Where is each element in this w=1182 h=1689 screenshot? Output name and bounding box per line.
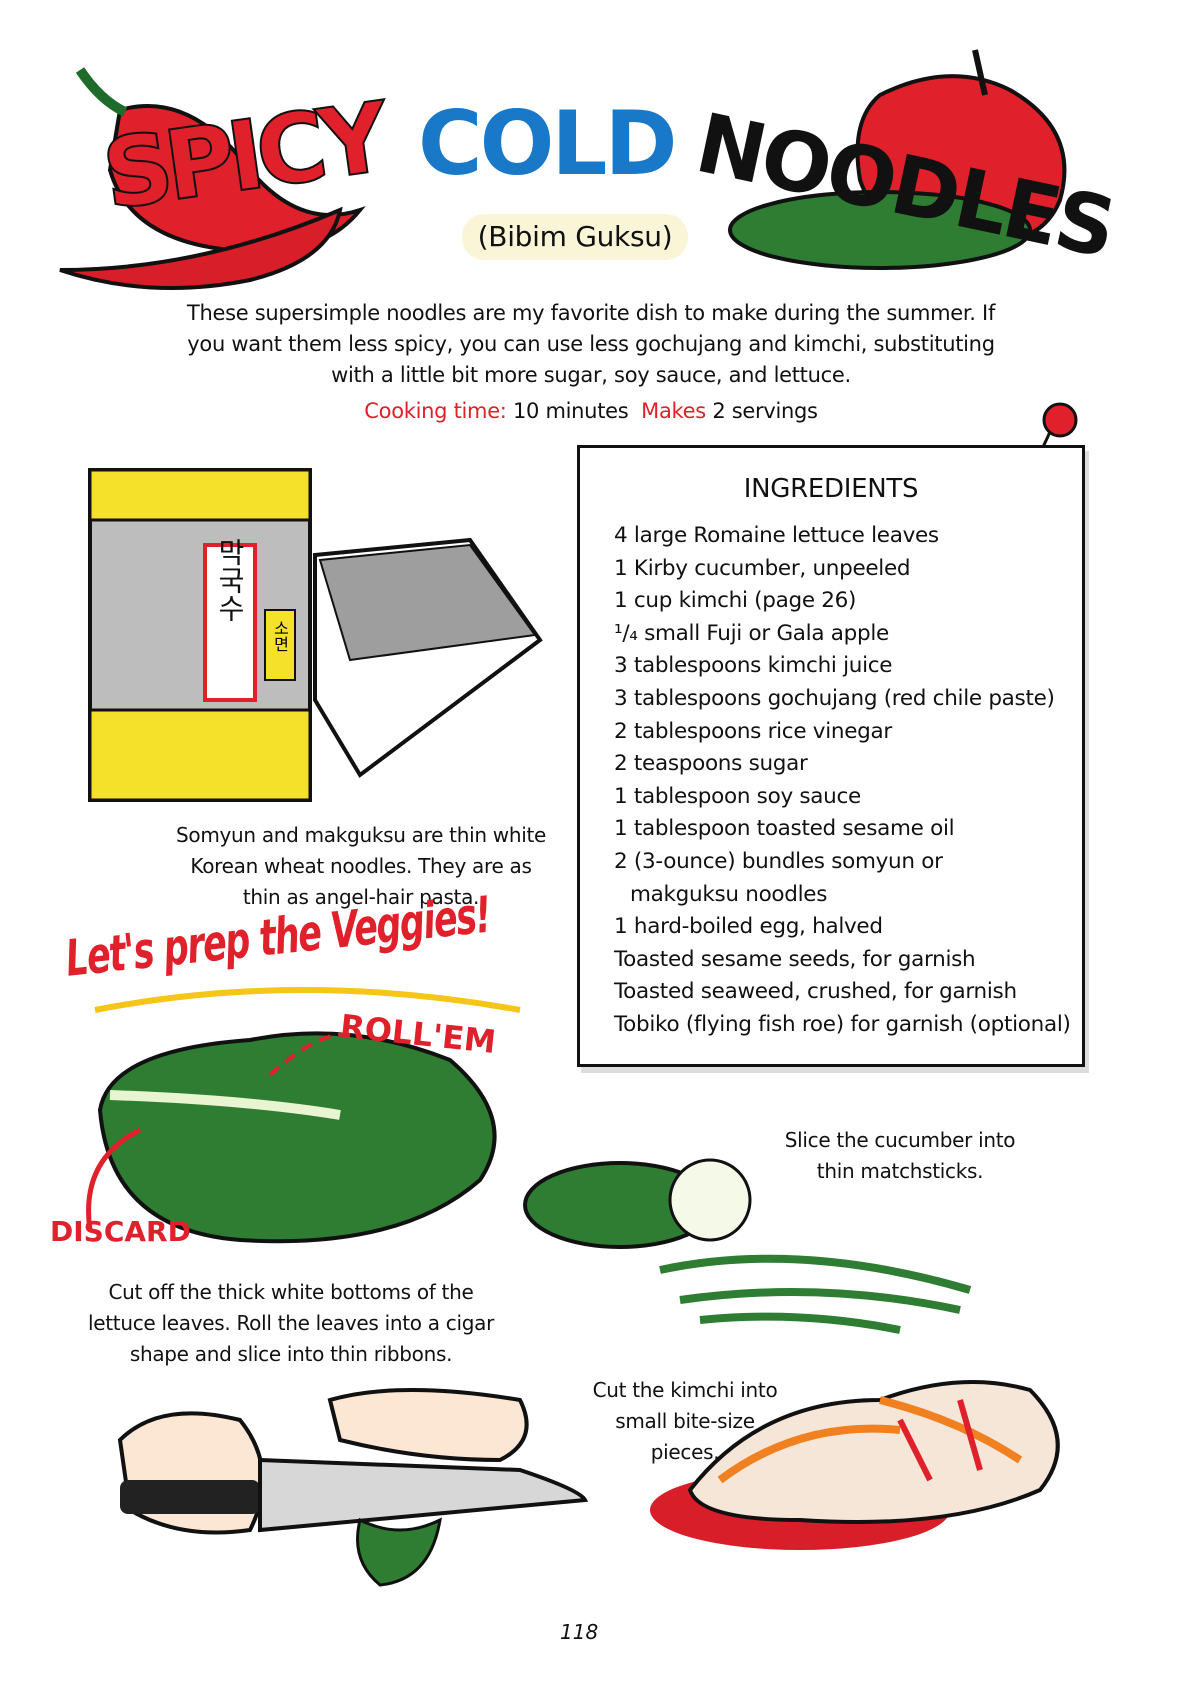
ingredient-item: ¹/₄ small Fuji or Gala apple <box>614 620 889 646</box>
ingredient-item: 1 hard-boiled egg, halved <box>614 914 883 940</box>
intro-section: These supersimple noodles are my favorit… <box>176 298 1006 423</box>
page-number: 118 <box>560 1620 599 1644</box>
makes-label: Makes <box>641 399 706 423</box>
intro-text: These supersimple noodles are my favorit… <box>186 301 996 387</box>
package-label: 막국수 <box>214 538 247 622</box>
package-side-label: 소면 <box>271 620 290 652</box>
ingredient-item: Tobiko (flying fish roe) for garnish (op… <box>614 1011 1071 1037</box>
ingredient-item: Toasted seaweed, crushed, for garnish <box>614 979 1017 1005</box>
ingredients-card: INGREDIENTS 4 large Romaine lettuce leav… <box>577 445 1085 1067</box>
ingredient-item: 2 teaspoons sugar <box>614 751 808 777</box>
kimchi-caption: Cut the kimchi into small bite-size piec… <box>592 1378 778 1464</box>
ingredient-item: 1 tablespoon toasted sesame oil <box>614 816 955 842</box>
cucumber-icon <box>728 190 1032 270</box>
lettuce-caption: Cut off the thick white bottoms of the l… <box>88 1280 494 1366</box>
ingredient-item: Toasted sesame seeds, for garnish <box>614 946 976 972</box>
recipe-meta: Cooking time: 10 minutes Makes 2 serving… <box>176 399 1006 423</box>
ingredient-item: 2 (3-ounce) bundles somyun or <box>614 848 943 874</box>
ingredient-item: 4 large Romaine lettuce leaves <box>614 523 939 548</box>
kimchi-illustration <box>650 1380 1060 1550</box>
knife-hands-illustration <box>117 1388 589 1587</box>
ingredients-heading: INGREDIENTS <box>743 474 919 504</box>
discard-label: DISCARD <box>50 1215 191 1248</box>
ingredient-item: 3 tablespoons kimchi juice <box>614 653 893 679</box>
ingredient-item: 2 tablespoons rice vinegar <box>614 718 892 744</box>
ingredient-item: 1 tablespoon soy sauce <box>614 783 861 809</box>
cucumber-caption: Slice the cucumber into thin matchsticks… <box>784 1128 1016 1183</box>
noodles-caption: Somyun and makguksu are thin white Korea… <box>175 823 546 909</box>
title-cold: COLD <box>418 92 678 195</box>
chili-pepper-icon <box>59 67 366 290</box>
subtitle: (Bibim Guksu) <box>462 214 688 260</box>
cooking-time-label: Cooking time: <box>364 399 507 423</box>
ingredient-item: makguksu noodles <box>630 881 828 907</box>
noodle-package-illustration: 막국수 소면 <box>88 468 543 802</box>
makes-value: 2 servings <box>712 399 818 423</box>
ingredient-item: 3 tablespoons gochujang (red chile paste… <box>614 685 1055 711</box>
ingredient-item: 1 Kirby cucumber, unpeeled <box>614 555 911 581</box>
ingredients-list: 4 large Romaine lettuce leaves 1 Kirby c… <box>614 520 1071 1042</box>
cooking-time-value: 10 minutes <box>512 399 629 423</box>
ingredient-item: 1 cup kimchi (page 26) <box>614 588 857 614</box>
cucumber-slices-illustration <box>523 1158 972 1334</box>
lettuce-illustration <box>86 1031 497 1244</box>
